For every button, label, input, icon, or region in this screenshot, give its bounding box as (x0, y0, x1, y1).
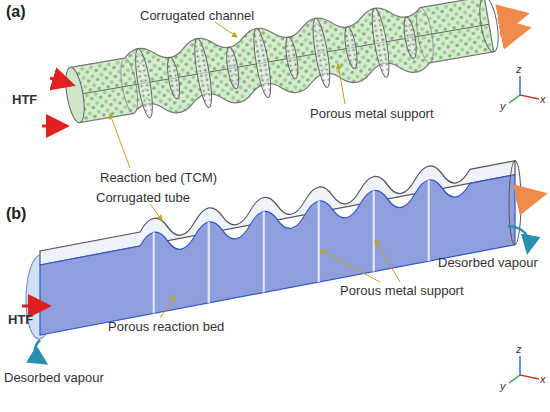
panel-letter: (b) (6, 206, 26, 221)
part-label: Corrugated channel (140, 8, 254, 23)
inlet-face (62, 66, 87, 124)
flow-label: HTF (12, 92, 37, 107)
part-label: Porous metal support (340, 283, 464, 298)
flow-label: Desorbed vapour (4, 370, 104, 385)
part-label: Corrugated tube (96, 190, 190, 205)
leader-line (215, 22, 237, 37)
leader-line (150, 204, 162, 220)
axis-label: x (540, 92, 546, 107)
vapour-arrow (508, 226, 529, 250)
leader-line (320, 250, 380, 282)
part-label: Porous reaction bed (108, 319, 224, 334)
axis-label: y (500, 99, 506, 114)
outlet-face (476, 0, 501, 53)
axis-label: z (516, 62, 522, 77)
leader-line (338, 64, 345, 104)
flow-label: HTF (8, 312, 33, 327)
axis-label: y (500, 379, 506, 394)
corrugated-channel (61, 0, 503, 131)
porous-reaction-bed (40, 164, 515, 335)
section-ring (118, 57, 141, 115)
panel-letter: (a) (6, 4, 26, 19)
part-label: Reaction bed (TCM) (100, 170, 217, 185)
outflow-arrow (516, 195, 540, 200)
part-label: Porous metal support (310, 106, 434, 121)
leader-line (110, 114, 130, 168)
leader-line (160, 296, 175, 318)
section-ring (413, 6, 436, 64)
reaction-bed (69, 0, 495, 129)
outflow-arrow (498, 15, 522, 20)
vapour-arrow (35, 340, 44, 362)
cut-tube (26, 149, 521, 342)
axis-triad (509, 76, 539, 103)
porous-supports (132, 2, 421, 118)
axis-label: z (516, 342, 522, 357)
axis-label: x (540, 372, 546, 387)
outflow-arrow (500, 29, 524, 34)
htf-arrow (50, 78, 70, 84)
flow-label: Desorbed vapour (438, 255, 538, 270)
outlet-face (509, 160, 521, 246)
htf-arrow (22, 305, 46, 308)
leader-line (375, 240, 400, 282)
htf-arrow (42, 125, 64, 128)
axis-triad (509, 356, 539, 383)
